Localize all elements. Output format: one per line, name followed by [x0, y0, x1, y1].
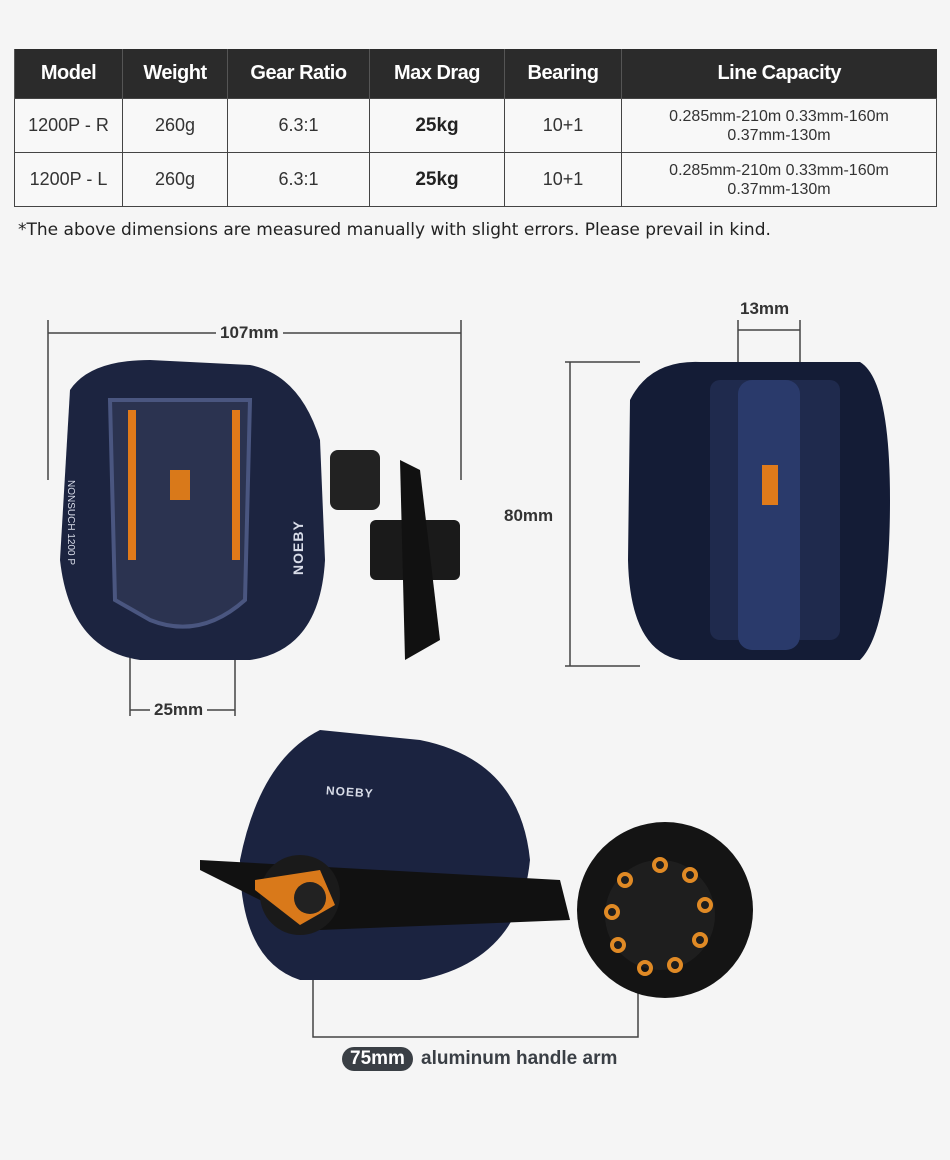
reel-front-view — [60, 360, 460, 660]
header-max-drag: Max Drag — [369, 49, 505, 99]
table-row: 1200P - R 260g 6.3:1 25kg 10+1 0.285mm-2… — [14, 98, 937, 153]
depth-dimension: 13mm — [736, 299, 794, 319]
header-line-capacity: Line Capacity — [621, 49, 937, 99]
handle-caption: aluminum handle arm — [421, 1048, 618, 1069]
header-gear-ratio: Gear Ratio — [227, 49, 370, 99]
height-dimension: 80mm — [500, 506, 558, 526]
handle-length-badge: 75mm — [342, 1047, 413, 1071]
reel-handle-view — [200, 730, 753, 998]
cell-gear-ratio: 6.3:1 — [227, 152, 370, 207]
table-header-row: Model Weight Gear Ratio Max Drag Bearing… — [14, 49, 937, 99]
capacity-line-1: 0.285mm-210m 0.33mm-160m — [669, 107, 889, 125]
cell-max-drag: 25kg — [369, 152, 505, 207]
cell-bearing: 10+1 — [504, 152, 622, 207]
cell-weight: 260g — [122, 98, 228, 153]
cell-model: 1200P - R — [14, 98, 123, 153]
width-dimension: 107mm — [216, 323, 283, 343]
cell-max-drag: 25kg — [369, 98, 505, 153]
capacity-line-2: 0.37mm-130m — [727, 126, 831, 144]
header-weight: Weight — [122, 49, 228, 99]
cell-weight: 260g — [122, 152, 228, 207]
spool-dimension: 25mm — [150, 700, 208, 720]
cell-gear-ratio: 6.3:1 — [227, 98, 370, 153]
table-row: 1200P - L 260g 6.3:1 25kg 10+1 0.285mm-2… — [14, 152, 937, 207]
capacity-line-2: 0.37mm-130m — [727, 180, 831, 198]
reel-side-view — [628, 361, 890, 660]
brand-logo-front: NOEBY — [290, 520, 306, 575]
header-bearing: Bearing — [504, 49, 622, 99]
capacity-line-1: 0.285mm-210m 0.33mm-160m — [669, 161, 889, 179]
model-label: NONSUCH 1200 P — [65, 480, 76, 566]
cell-bearing: 10+1 — [504, 98, 622, 153]
measurement-note: *The above dimensions are measured manua… — [18, 220, 771, 240]
spec-table: Model Weight Gear Ratio Max Drag Bearing… — [14, 49, 937, 207]
cell-model: 1200P - L — [14, 152, 123, 207]
header-model: Model — [14, 49, 123, 99]
